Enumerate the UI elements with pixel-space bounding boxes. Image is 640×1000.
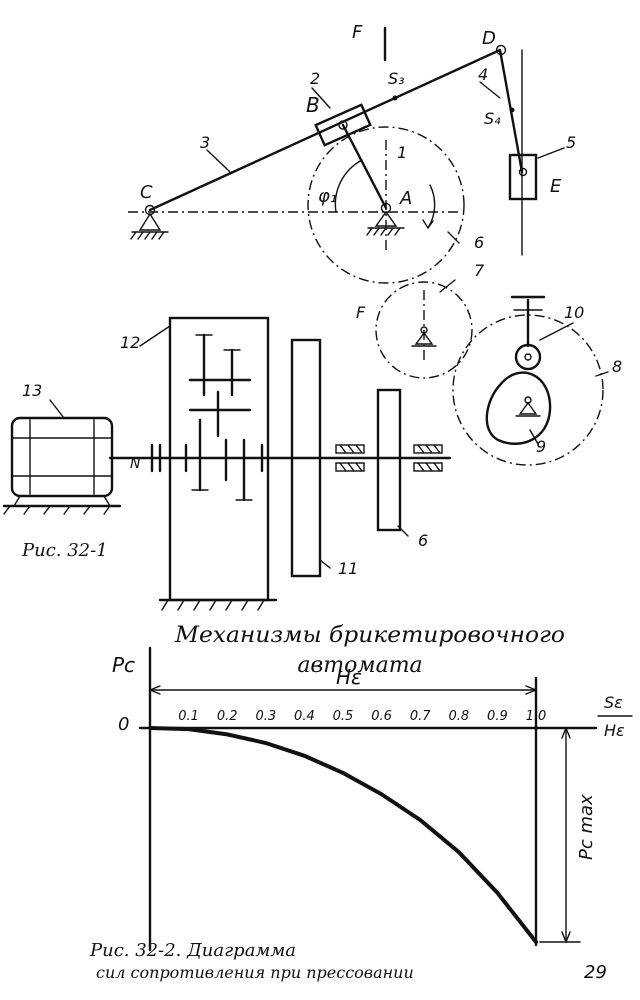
label-5: 5 [566, 133, 576, 152]
x-tick-label: 0.4 [294, 709, 315, 724]
gear-7-support [411, 290, 437, 360]
x-tick-label: 0.7 [410, 709, 431, 724]
gear-7-circle [375, 281, 473, 379]
resistance-force-chart: 0.1 0.2 0.3 0.4 0.5 0.6 0.7 0.8 0.9 1.0 Pc 0 Hε S… [112, 646, 633, 952]
gear-8-circle [452, 314, 604, 466]
label-4: 4 [478, 65, 488, 84]
x-tick-label: 0.6 [371, 709, 392, 724]
x-tick-label: 0.2 [217, 709, 238, 724]
linkage-mechanism: F D S₃ S₄ 2 B 4 5 3 1 C φ₁ A E 6 7 F 10 … [128, 22, 622, 466]
bearing-left [335, 444, 365, 472]
x-tick-label: 0.8 [448, 709, 469, 724]
x-tick-label: 1.0 [526, 709, 547, 724]
label-13: 13 [22, 381, 42, 400]
joint-D [495, 44, 507, 56]
x-tick-label: 0.5 [333, 709, 354, 724]
gear-6-circle [307, 126, 465, 284]
label-6: 6 [474, 233, 484, 252]
label-1: 1 [397, 143, 407, 162]
label-11: 11 [338, 559, 358, 578]
label-7: 7 [474, 261, 485, 280]
centre-mass-S4 [509, 107, 515, 113]
gearbox-12 [158, 316, 278, 611]
bearing-right [413, 444, 443, 472]
label-2: 2 [310, 69, 320, 88]
slider-5 [508, 153, 538, 201]
gear-6-disk [376, 388, 402, 532]
pivot-A [366, 202, 405, 236]
label-N: N [130, 456, 141, 472]
centre-mass-S3 [392, 95, 398, 101]
label-B: B [306, 93, 320, 117]
label-12: 12 [120, 333, 140, 352]
cam-9 [485, 371, 552, 445]
page-number: 29 [584, 962, 607, 983]
label-F-gear: F [356, 303, 366, 322]
slider-2 [314, 103, 372, 147]
x-tick-labels: 0.1 0.2 0.3 0.4 0.5 0.6 0.7 0.8 0.9 1.0 [178, 709, 546, 724]
pivot-C [130, 204, 169, 240]
label-C: C [140, 182, 153, 203]
label-8: 8 [612, 357, 622, 376]
title-line-2: автомата [297, 653, 422, 678]
figure-32-2-caption-line-2: сил сопротивления при прессовании [96, 963, 414, 982]
zero-label: 0 [118, 714, 129, 735]
label-phi: φ₁ [318, 186, 337, 207]
x-tick-label: 0.1 [178, 709, 199, 724]
roller-10 [510, 295, 546, 371]
label-S3: S₃ [388, 69, 405, 88]
y-axis-label: Pc [112, 653, 135, 677]
label-10: 10 [564, 303, 584, 322]
link-3 [148, 48, 502, 212]
coupling [150, 443, 162, 473]
motor-13 [2, 416, 122, 515]
x-tick-label: 0.9 [487, 709, 508, 724]
span-label: Hε [336, 665, 362, 689]
label-6-drive: 6 [418, 531, 428, 550]
max-label: Pc max [576, 794, 597, 860]
label-E: E [550, 176, 562, 197]
label-9: 9 [536, 437, 546, 456]
figure-32-1-caption: Рис. 32-1 [21, 540, 108, 561]
label-D: D [482, 28, 496, 49]
label-A: A [399, 188, 412, 209]
flywheel-11 [290, 338, 322, 578]
label-3: 3 [200, 133, 210, 152]
label-F-force: F [352, 22, 363, 43]
crank-1 [341, 123, 388, 210]
figure-32-2-caption-line-1: Рис. 32-2. Диаграмма [89, 940, 296, 961]
resistance-curve [148, 726, 538, 944]
x-label-denominator: Hε [604, 721, 625, 740]
x-tick-label: 0.3 [255, 709, 276, 724]
title-line-1: Механизмы брикетировочного [174, 623, 565, 648]
x-label-numerator: Sε [604, 693, 623, 712]
drive-assembly: 12 13 N 11 6 [2, 316, 452, 611]
label-S4: S₄ [484, 109, 501, 128]
